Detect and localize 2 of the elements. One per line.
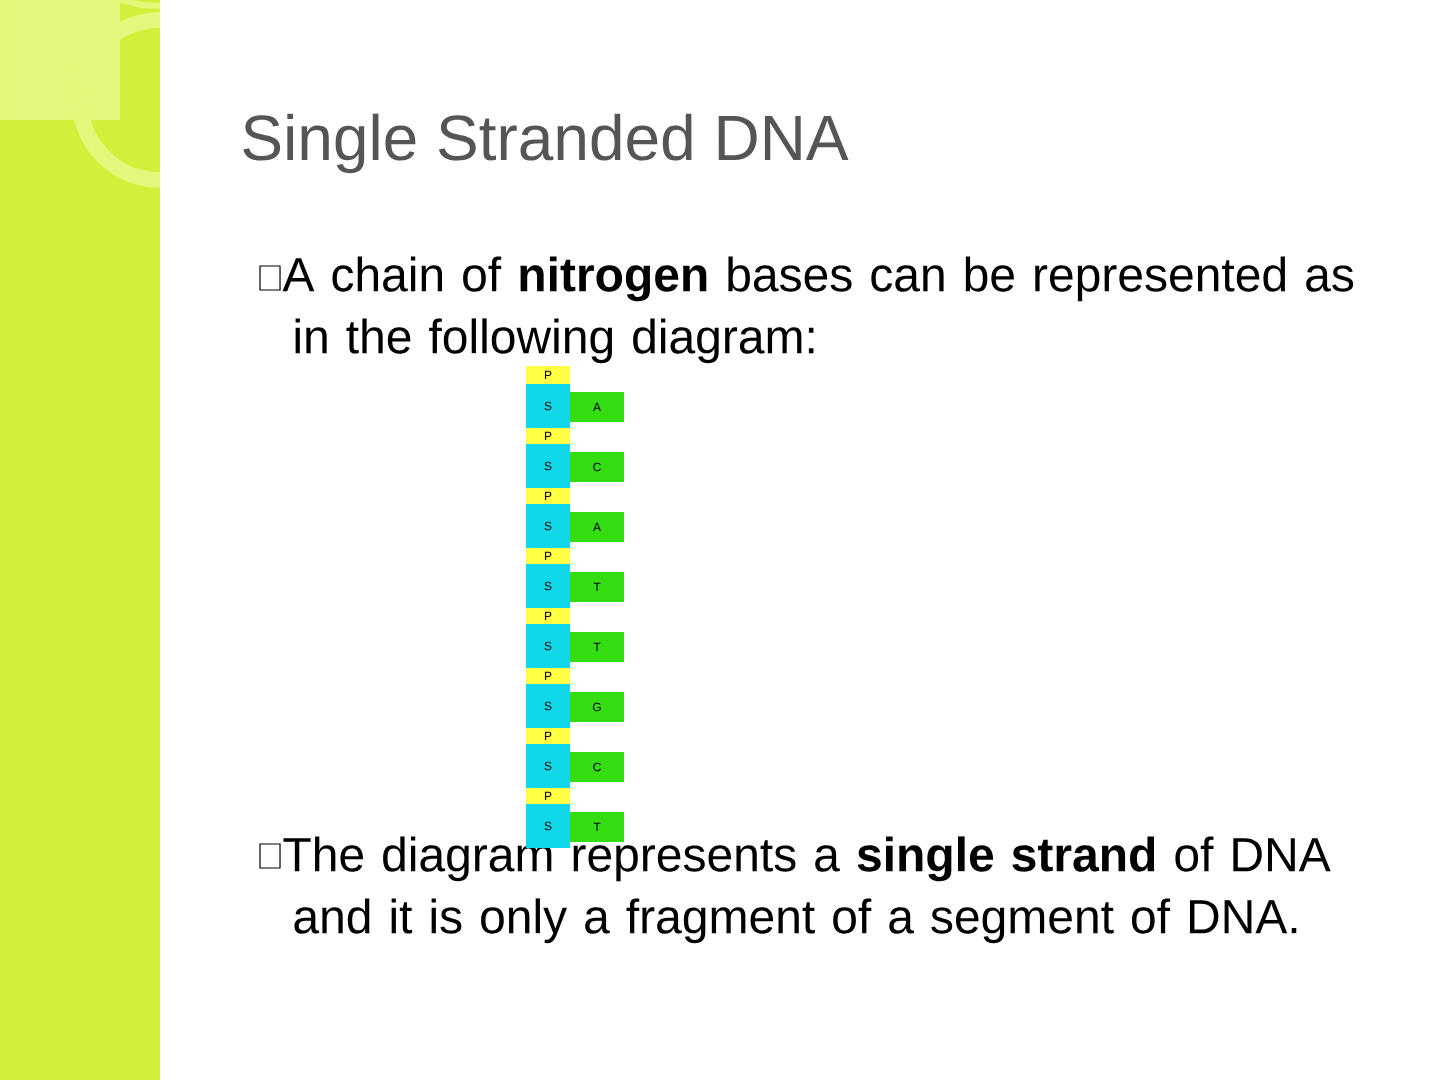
bullet-text: A chain of nitrogen bases can be represented as in the following diagram: xyxy=(282,256,1354,364)
slide-title: Single Stranded DNA xyxy=(243,113,849,174)
